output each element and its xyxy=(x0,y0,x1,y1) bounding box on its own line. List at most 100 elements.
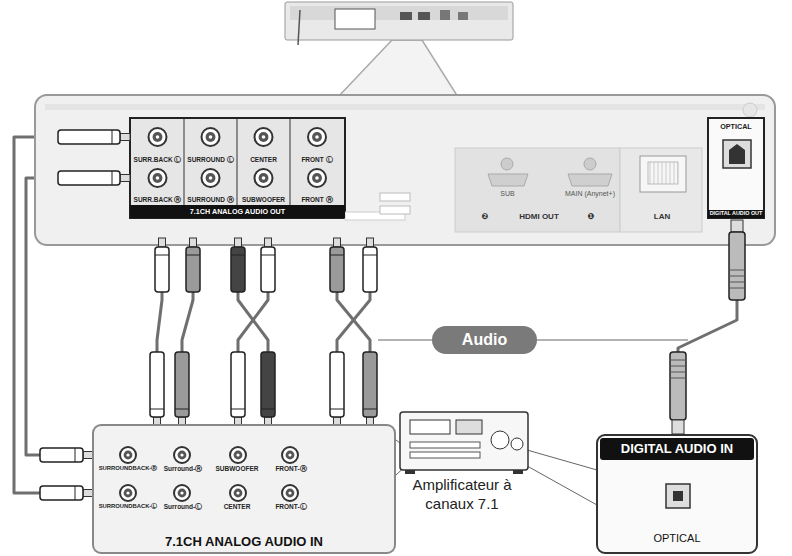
optical-plug xyxy=(731,220,743,232)
audio-cable xyxy=(678,218,737,435)
audio-tag xyxy=(378,326,688,354)
rca-jack xyxy=(234,489,243,498)
plug-band xyxy=(330,255,344,256)
jack-label-cell: SURROUNDBACK-Ⓛ xyxy=(101,476,155,512)
rear-panel xyxy=(130,118,345,218)
plug-band xyxy=(112,130,113,144)
rca-jack xyxy=(236,453,239,456)
node-label: SURROUND Ⓡ xyxy=(187,197,233,204)
rca-jack xyxy=(178,489,187,498)
amplifier xyxy=(513,470,523,474)
optical-plug xyxy=(670,352,686,420)
hdmi-label: MAIN (Anynet+) xyxy=(548,190,632,197)
amplifier xyxy=(410,420,450,434)
rear-panel xyxy=(723,140,751,168)
plug-tip xyxy=(120,134,130,141)
node-label: Surround-Ⓡ xyxy=(164,466,202,473)
player-thumbnail xyxy=(298,10,300,45)
jack-panel: 7.1CH ANALOG AUDIO OUTSURR.BACK ⓁSURROUN… xyxy=(130,118,345,218)
rca-jack xyxy=(286,489,295,498)
rca-jack xyxy=(126,491,129,494)
rca-jack xyxy=(312,132,322,142)
node-label: FRONT-Ⓛ xyxy=(275,504,306,511)
player-thumbnail xyxy=(418,12,430,20)
rca-jack xyxy=(255,128,273,146)
node-label: FRONT Ⓛ xyxy=(301,157,332,164)
amplifier xyxy=(405,470,415,474)
port-group-label: HDMI OUT xyxy=(494,212,584,221)
plug-tip xyxy=(120,175,130,182)
rca-jack xyxy=(308,169,326,187)
plug-ridge xyxy=(670,360,686,361)
rca-jack xyxy=(255,169,273,187)
plug-band xyxy=(175,409,189,410)
rear-panel xyxy=(568,174,612,186)
plug-ridge xyxy=(729,270,745,271)
amplifier xyxy=(410,452,480,458)
plug-ridge xyxy=(670,366,686,367)
rca-plug xyxy=(58,171,120,185)
rca-plug xyxy=(261,352,275,417)
rca-jack xyxy=(286,451,295,460)
plug-ridge xyxy=(729,282,745,283)
optical-plug xyxy=(729,232,745,300)
node-label: DIGITAL AUDIO IN xyxy=(600,438,754,460)
plug-band xyxy=(112,171,113,185)
player-thumbnail xyxy=(400,12,412,20)
plug-tip xyxy=(235,238,242,247)
rca-jack xyxy=(209,176,213,180)
rca-jack xyxy=(149,169,167,187)
node-label: SURR.BACK Ⓡ xyxy=(134,197,182,204)
rca-jack xyxy=(156,135,160,139)
rca-jack xyxy=(230,485,246,501)
plug-band xyxy=(150,409,164,410)
player-thumbnail xyxy=(285,2,513,40)
rear-panel xyxy=(380,193,410,201)
plug-tip xyxy=(367,238,374,247)
plug-band xyxy=(75,486,76,500)
rca-jack xyxy=(315,135,319,139)
rear-panel xyxy=(45,104,765,110)
plug-band xyxy=(231,409,245,410)
rca-jack xyxy=(202,128,220,146)
node-label: CENTER xyxy=(224,504,251,511)
rear-panel xyxy=(620,148,702,232)
node-label: 7.1CH ANALOG AUDIO IN xyxy=(165,534,323,549)
port-number: ❷ xyxy=(478,212,492,221)
rca-jack xyxy=(124,451,133,460)
hdmi-label: SUB xyxy=(485,190,530,197)
amplifier xyxy=(491,431,509,449)
amplifier xyxy=(520,448,597,470)
rca-jack xyxy=(312,173,322,183)
rca-jack xyxy=(180,491,183,494)
node-label: SURR.BACK Ⓛ xyxy=(134,157,182,164)
jack-label-cell: SUBWOOFER xyxy=(237,165,290,205)
plug-band xyxy=(75,448,76,462)
player-thumbnail xyxy=(440,10,450,20)
rca-jack xyxy=(206,132,216,142)
plug-band xyxy=(231,255,245,256)
optical-output: OPTICALDIGITAL AUDIO OUT xyxy=(708,118,764,218)
digital-input-panel: DIGITAL AUDIO INOPTICAL xyxy=(597,435,757,553)
rca-plug xyxy=(261,247,275,292)
rear-panel xyxy=(380,206,410,214)
rca-jack xyxy=(126,453,129,456)
rca-jack xyxy=(174,447,190,463)
rear-panel xyxy=(488,174,528,186)
rca-plug xyxy=(58,130,120,144)
amplifier xyxy=(511,438,523,450)
plug-tip xyxy=(265,238,272,247)
jack-group xyxy=(120,447,298,501)
rca-jack xyxy=(153,132,163,142)
rca-plug xyxy=(175,352,189,417)
rca-plug xyxy=(155,247,169,292)
jack-label-cell: SURR.BACK Ⓛ xyxy=(131,119,184,165)
player-thumbnail xyxy=(290,6,508,20)
player-thumbnail xyxy=(335,9,375,29)
port-label: LAN xyxy=(630,212,694,221)
rca-jack xyxy=(236,491,239,494)
rca-jack xyxy=(202,169,220,187)
rear-panel xyxy=(290,119,291,205)
rca-plug xyxy=(363,352,377,417)
